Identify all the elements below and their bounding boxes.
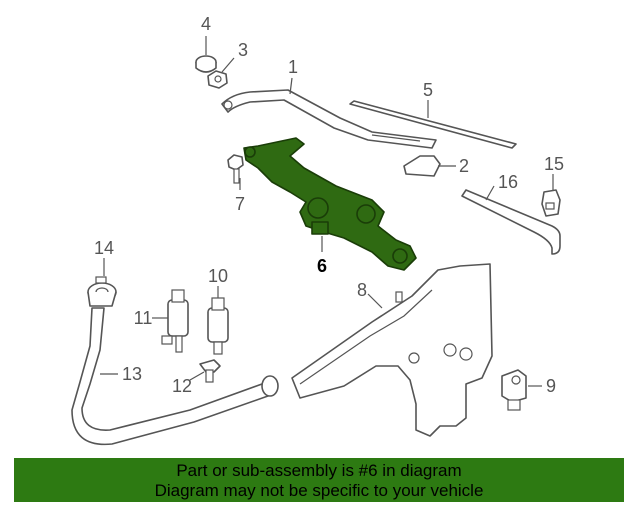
part-8-washer-reservoir[interactable] (291, 263, 493, 437)
callout-4[interactable]: 4 (201, 14, 211, 34)
callout-6[interactable]: 6 (317, 256, 327, 276)
part-14-filler-neck[interactable] (87, 276, 117, 307)
diagram-notice-banner: Part or sub-assembly is #6 in diagram Di… (14, 458, 624, 502)
part-9-level-sensor[interactable] (501, 369, 527, 411)
part-6-wiper-linkage[interactable] (243, 137, 417, 271)
part-12-grommet[interactable] (199, 359, 221, 383)
banner-line-2: Diagram may not be specific to your vehi… (154, 481, 484, 500)
callout-8[interactable]: 8 (357, 280, 367, 300)
part-16-hose[interactable] (461, 189, 561, 255)
callout-3[interactable]: 3 (238, 40, 248, 60)
leader-3 (221, 57, 235, 73)
callout-9[interactable]: 9 (546, 376, 556, 396)
callout-5[interactable]: 5 (423, 80, 433, 100)
part-13-filler-hose[interactable] (71, 307, 279, 446)
leader-8 (367, 293, 383, 309)
part-2-cover[interactable] (403, 155, 441, 177)
callout-10[interactable]: 10 (208, 266, 228, 286)
callout-11[interactable]: 11 (134, 308, 153, 328)
leader-1 (289, 77, 293, 95)
part-10-washer-pump[interactable] (207, 297, 229, 355)
part-3-nut[interactable] (207, 70, 228, 89)
part-11-washer-pump[interactable] (161, 289, 189, 353)
callout-13[interactable]: 13 (122, 364, 142, 384)
leader-12 (189, 371, 205, 381)
callout-16[interactable]: 16 (498, 172, 518, 192)
part-15-nozzle[interactable] (541, 189, 561, 217)
leader-16 (485, 185, 495, 201)
callout-15[interactable]: 15 (544, 154, 564, 174)
part-1-wiper-arm[interactable] (221, 89, 437, 149)
callout-7[interactable]: 7 (235, 194, 245, 214)
callout-12[interactable]: 12 (172, 376, 192, 396)
callout-14[interactable]: 14 (94, 238, 114, 258)
part-5-wiper-blade[interactable] (349, 100, 517, 149)
part-7-bolt[interactable] (227, 154, 244, 184)
part-4-cap[interactable] (195, 55, 217, 73)
callout-2[interactable]: 2 (459, 156, 469, 176)
exploded-parts-diagram: 4 3 1 5 2 7 (71, 14, 564, 446)
banner-line-1: Part or sub-assembly is #6 in diagram (176, 461, 462, 480)
callout-1[interactable]: 1 (288, 57, 298, 77)
